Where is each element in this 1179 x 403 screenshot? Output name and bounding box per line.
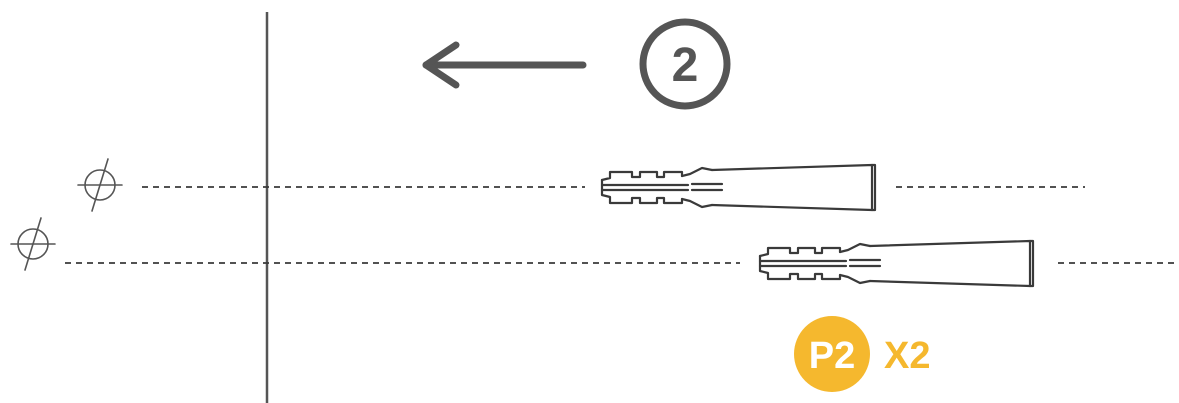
drill-hole-mark-icon bbox=[77, 158, 123, 212]
wall-plug-anchor-icon bbox=[600, 163, 877, 212]
guide-lines bbox=[65, 186, 1179, 264]
wall-plug-anchor-icon bbox=[758, 239, 1035, 288]
arrow-left-icon bbox=[422, 41, 587, 89]
part-code: P2 bbox=[809, 335, 855, 377]
part-quantity: X2 bbox=[884, 335, 930, 377]
part-code-badge bbox=[794, 316, 870, 392]
step-number-badge: 2 bbox=[639, 18, 731, 110]
drill-hole-mark-icon bbox=[10, 217, 56, 271]
step-number: 2 bbox=[672, 39, 699, 92]
part-label: P2 X2 bbox=[794, 316, 930, 392]
